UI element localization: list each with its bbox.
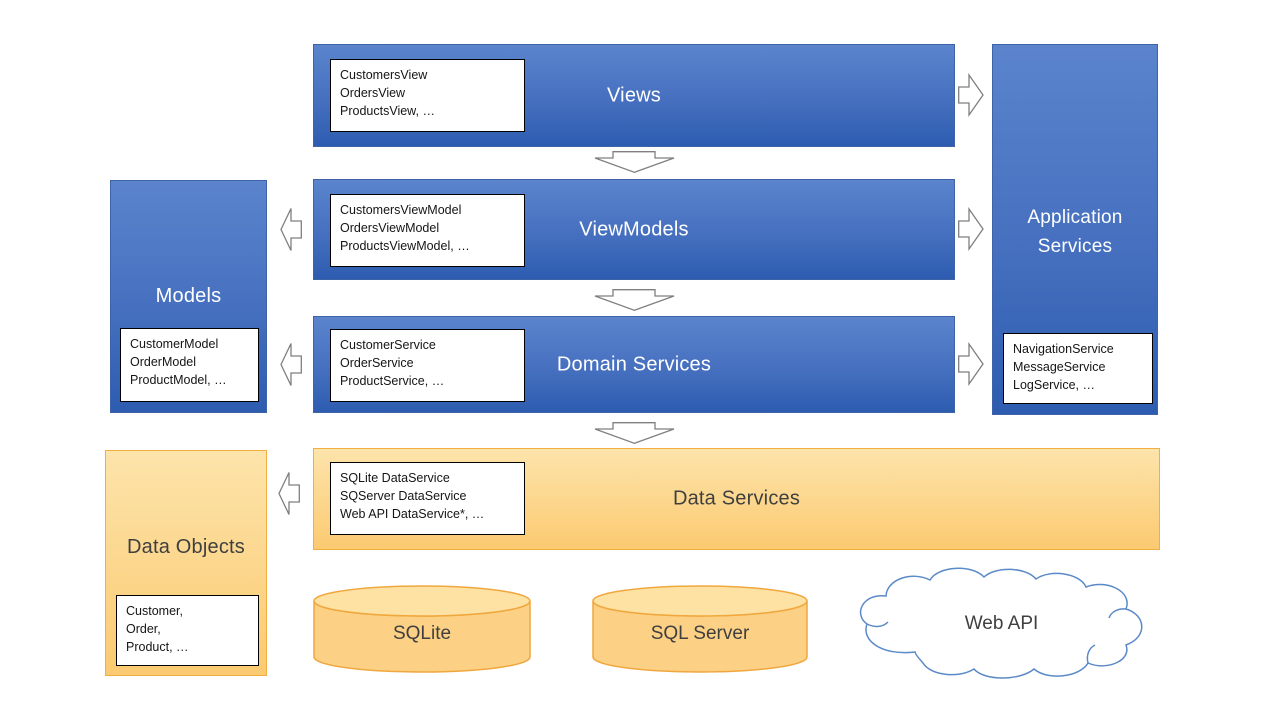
left-arrow-icon — [278, 472, 300, 515]
layer-viewmodels-note: CustomersViewModel OrdersViewModel Produ… — [330, 194, 525, 267]
note-line: ProductService, … — [340, 374, 445, 388]
down-arrow-icon — [594, 422, 675, 444]
box-application-services-title: Application Services — [1027, 207, 1123, 257]
box-application-services-note: NavigationService MessageService LogServ… — [1003, 333, 1153, 404]
note-line: ProductsViewModel, … — [340, 239, 470, 253]
note-line: SQServer DataService — [340, 489, 467, 503]
note-line: NavigationService — [1013, 342, 1114, 356]
cloud-icon — [860, 567, 1143, 679]
layer-viewmodels: ViewModels CustomersViewModel OrdersView… — [313, 179, 955, 280]
layer-data-services-note: SQLite DataService SQServer DataService … — [330, 462, 525, 535]
layer-domain-services-note: CustomerService OrderService ProductServ… — [330, 329, 525, 402]
layer-viewmodels-title: ViewModels — [579, 218, 689, 240]
left-arrow-icon — [280, 343, 302, 386]
down-arrow-icon — [594, 289, 675, 311]
note-line: OrderService — [340, 356, 414, 370]
layer-domain-services-title: Domain Services — [556, 353, 712, 375]
note-line: Web API DataService*, … — [340, 507, 485, 521]
layer-views: Views CustomersView OrdersView ProductsV… — [313, 44, 955, 147]
store-web-api-label: Web API — [964, 613, 1039, 634]
database-cylinder-icon — [592, 585, 808, 673]
layer-views-note: CustomersView OrdersView ProductsView, … — [330, 59, 525, 132]
right-arrow-icon — [958, 73, 984, 117]
left-arrow-icon — [280, 208, 302, 251]
note-line: CustomerModel — [130, 337, 219, 351]
box-data-objects-title: Data Objects — [126, 536, 245, 558]
note-line: MessageService — [1013, 360, 1106, 374]
box-models: Models CustomerModel OrderModel ProductM… — [110, 180, 267, 413]
note-line: Order, — [126, 622, 161, 636]
note-line: ProductModel, … — [130, 373, 227, 387]
note-line: OrdersViewModel — [340, 221, 440, 235]
layer-data-services-title: Data Services — [672, 487, 801, 510]
note-line: Product, … — [126, 640, 189, 654]
note-line: ProductsView, … — [340, 104, 435, 118]
note-line: OrdersView — [340, 86, 406, 100]
box-data-objects: Data Objects Customer, Order, Product, … — [105, 450, 267, 676]
box-application-services: Application Services NavigationService M… — [992, 44, 1158, 415]
down-arrow-icon — [594, 151, 675, 173]
store-sqlite-label: SQLite — [392, 623, 452, 644]
store-web-api: Web API — [853, 566, 1150, 682]
note-line: CustomersViewModel — [340, 203, 462, 217]
layer-data-services: Data Services SQLite DataService SQServe… — [313, 448, 1160, 550]
note-line: SQLite DataService — [340, 471, 450, 485]
right-arrow-icon — [958, 342, 984, 386]
note-line: CustomerService — [340, 338, 436, 352]
box-models-title: Models — [155, 285, 222, 307]
note-line: OrderModel — [130, 355, 196, 369]
store-sql-server: SQL Server — [592, 585, 808, 675]
note-line: Customer, — [126, 604, 183, 618]
right-arrow-icon — [958, 207, 984, 251]
store-sql-server-label: SQL Server — [650, 623, 750, 644]
box-models-note: CustomerModel OrderModel ProductModel, … — [120, 328, 259, 402]
layer-views-title: Views — [607, 84, 661, 106]
note-line: LogService, … — [1013, 378, 1095, 392]
store-sqlite: SQLite — [313, 585, 531, 675]
note-line: CustomersView — [340, 68, 428, 82]
database-cylinder-icon — [313, 585, 531, 673]
layer-domain-services: Domain Services CustomerService OrderSer… — [313, 316, 955, 413]
box-data-objects-note: Customer, Order, Product, … — [116, 595, 259, 666]
